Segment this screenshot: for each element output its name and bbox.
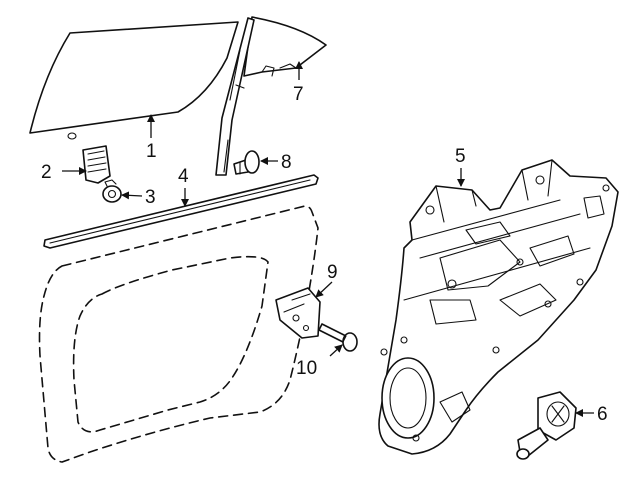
callout-1: 1 <box>146 141 157 162</box>
leader-3 <box>121 191 143 200</box>
window-motor-part <box>516 391 577 460</box>
callout-2: 2 <box>41 162 52 183</box>
push-pin-part <box>233 150 260 175</box>
belt-moulding-part <box>43 174 319 249</box>
leader-9 <box>315 281 333 298</box>
leader-10 <box>329 344 343 357</box>
callout-5: 5 <box>455 146 466 167</box>
callout-4: 4 <box>178 166 189 187</box>
leader-lines <box>62 61 594 417</box>
callout-8: 8 <box>281 152 292 173</box>
rivet-part <box>318 323 358 352</box>
bolt-part <box>102 179 122 203</box>
callout-9: 9 <box>327 262 338 283</box>
callout-10: 10 <box>296 358 317 379</box>
division-bar-part <box>215 16 327 176</box>
callout-labels: 1 2 3 4 5 6 7 8 9 10 <box>41 84 608 425</box>
door-shell-outline <box>38 205 319 463</box>
glass-clip-part <box>82 145 111 184</box>
callout-3: 3 <box>145 187 156 208</box>
callout-7: 7 <box>293 84 304 105</box>
regulator-module-part <box>378 159 619 455</box>
door-glass-part <box>29 21 239 140</box>
callout-6: 6 <box>597 404 608 425</box>
bracket-part <box>275 287 321 339</box>
